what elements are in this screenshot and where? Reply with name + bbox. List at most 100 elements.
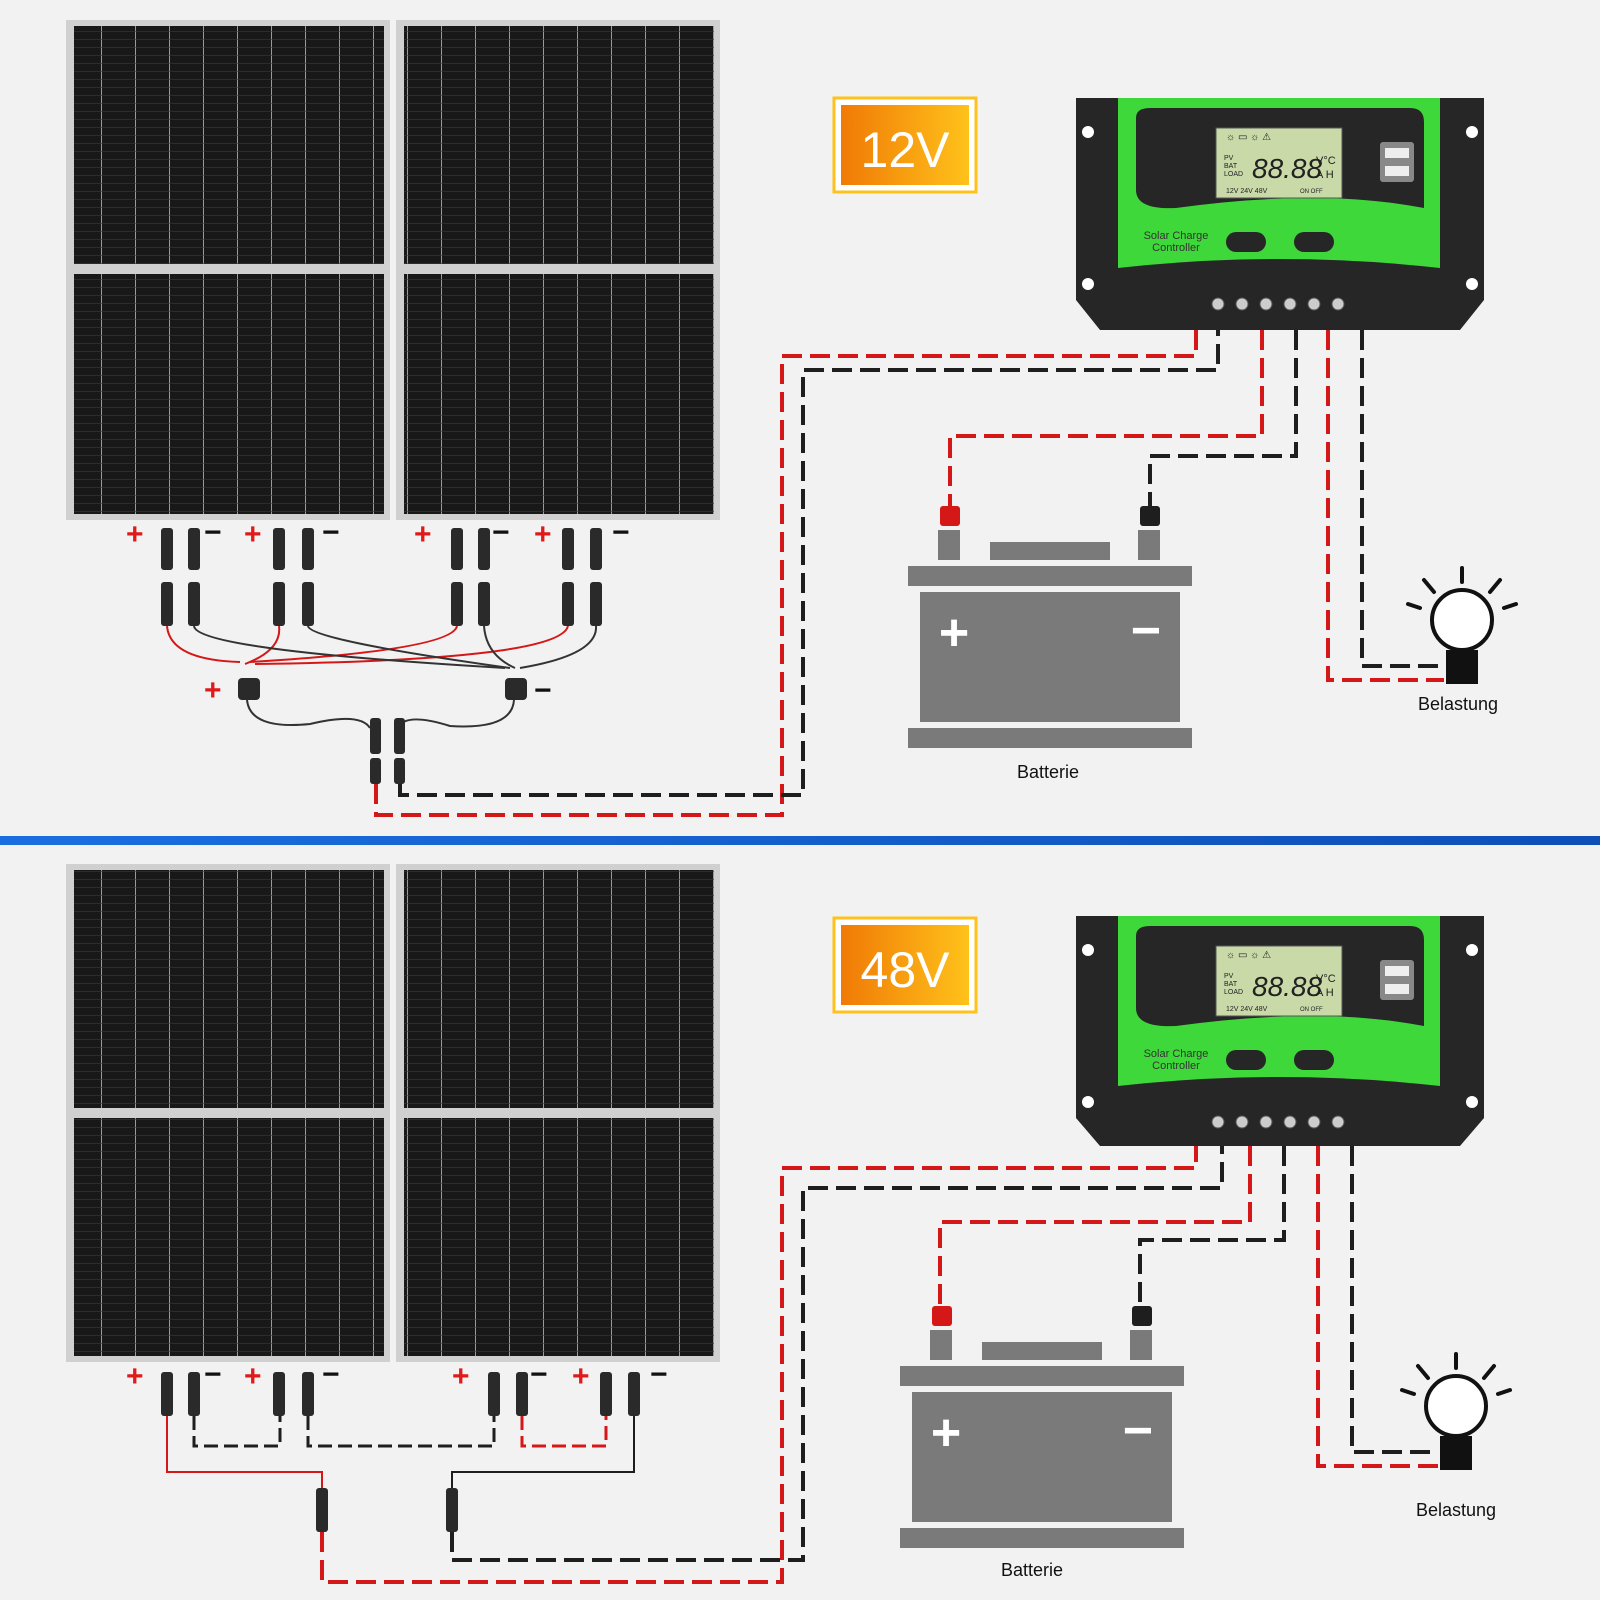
load-plus-cable bbox=[1316, 1146, 1438, 1468]
controller-button-right[interactable] bbox=[1294, 232, 1334, 252]
panel-minus-terminal: − bbox=[530, 1358, 548, 1391]
panel-plus-terminal: + bbox=[414, 518, 432, 551]
mc4-connector-icon bbox=[302, 528, 314, 626]
lcd-screen bbox=[1215, 945, 1343, 1017]
lcd-voltage-options: 12V 24V 48V bbox=[1226, 188, 1268, 195]
voltage-badge: 48V bbox=[832, 916, 978, 1014]
mc4-connector-icon bbox=[562, 528, 574, 626]
lcd-row-label-bat: BAT bbox=[1224, 981, 1238, 988]
lcd-digits: 88.88 bbox=[1252, 153, 1322, 184]
mc4-connector-icon bbox=[451, 528, 463, 626]
panel-minus-terminal: − bbox=[204, 1358, 222, 1391]
battery-plus-cable bbox=[948, 330, 1264, 512]
lcd-units-line1: V°C bbox=[1316, 155, 1336, 167]
controller-button-left[interactable] bbox=[1226, 1050, 1266, 1070]
diagram-48v: + + + + − − − − bbox=[66, 864, 1512, 1584]
combiner-minus-label: − bbox=[534, 674, 552, 707]
mc4-connector-icon bbox=[273, 528, 285, 626]
terminal-screw bbox=[1259, 297, 1273, 311]
battery-label: Batterie bbox=[1001, 1560, 1063, 1580]
branch-connector-plus bbox=[238, 678, 260, 700]
voltage-label: 48V bbox=[861, 942, 951, 998]
panel-plus-terminal: + bbox=[452, 1360, 470, 1393]
lcd-digits: 88.88 bbox=[1252, 971, 1322, 1002]
lcd-units-line2: A H bbox=[1316, 987, 1334, 999]
combiner-plus-label: + bbox=[204, 674, 222, 707]
solar-charge-controller: PV BAT LOAD 88.88 V°C A H 12V 24V 48V ON… bbox=[1076, 916, 1484, 1146]
controller-brand-line2: Controller bbox=[1152, 1060, 1200, 1072]
lcd-on-off: ON OFF bbox=[1300, 1007, 1323, 1013]
load-label: Belastung bbox=[1418, 694, 1498, 714]
mc4-connector-icon bbox=[370, 718, 381, 784]
terminal-screw bbox=[1307, 297, 1321, 311]
usb-port-icon bbox=[1380, 142, 1414, 182]
mc4-connector-icon bbox=[516, 1372, 528, 1416]
sun-icon: ☼ ▭ ☼ ⚠ bbox=[1226, 950, 1271, 961]
mc4-connector-icon bbox=[188, 1372, 200, 1416]
mc4-connector-icon bbox=[302, 1372, 314, 1416]
voltage-badge: 12V bbox=[832, 96, 978, 194]
controller-button-right[interactable] bbox=[1294, 1050, 1334, 1070]
battery-icon: + − bbox=[908, 506, 1192, 748]
terminal-screw bbox=[1331, 297, 1345, 311]
terminal-screw bbox=[1283, 297, 1297, 311]
battery-minus-cable bbox=[1148, 330, 1298, 512]
solar-panel-icon bbox=[396, 20, 720, 520]
terminal-screw bbox=[1235, 297, 1249, 311]
usb-port-icon bbox=[1380, 960, 1414, 1000]
mc4-connector-icon bbox=[488, 1372, 500, 1416]
diagram-12v: + + + + − − − − bbox=[66, 20, 1518, 817]
voltage-label: 12V bbox=[861, 122, 951, 178]
terminal-screw bbox=[1211, 1115, 1225, 1129]
solar-panel-icon bbox=[66, 864, 390, 1362]
lcd-row-label-load: LOAD bbox=[1224, 989, 1243, 996]
controller-brand-line1: Solar Charge bbox=[1144, 230, 1209, 242]
terminal-screw bbox=[1307, 1115, 1321, 1129]
battery-plus-cable bbox=[938, 1146, 1252, 1306]
terminal-screw bbox=[1331, 1115, 1345, 1129]
mc4-connector-icon bbox=[446, 1488, 458, 1532]
panel-plus-terminal: + bbox=[572, 1360, 590, 1393]
parallel-wiring bbox=[166, 625, 598, 729]
light-bulb-icon bbox=[1400, 1352, 1512, 1470]
pv-cable bbox=[374, 330, 1444, 817]
mc4-connector-icon bbox=[600, 1372, 612, 1416]
panel-minus-terminal: − bbox=[322, 516, 340, 549]
solar-panel-icon bbox=[396, 864, 720, 1362]
mc4-connector-icon bbox=[161, 528, 173, 626]
battery-icon: + − bbox=[900, 1306, 1184, 1548]
terminal-screw bbox=[1211, 297, 1225, 311]
section-divider bbox=[0, 836, 1600, 845]
lcd-voltage-options: 12V 24V 48V bbox=[1226, 1006, 1268, 1013]
panel-plus-terminal: + bbox=[244, 1360, 262, 1393]
solar-panel-icon bbox=[66, 20, 390, 520]
battery-minus-symbol: − bbox=[1131, 602, 1161, 660]
lcd-units-line1: V°C bbox=[1316, 973, 1336, 985]
branch-connector-minus bbox=[505, 678, 527, 700]
lcd-row-label-pv: PV bbox=[1224, 973, 1234, 980]
panel-plus-terminal: + bbox=[126, 1360, 144, 1393]
terminal-screw bbox=[1235, 1115, 1249, 1129]
panel-minus-terminal: − bbox=[612, 516, 630, 549]
sun-icon: ☼ ▭ ☼ ⚠ bbox=[1226, 132, 1271, 143]
lcd-row-label-load: LOAD bbox=[1224, 171, 1243, 178]
panel-plus-terminal: + bbox=[126, 518, 144, 551]
panel-minus-terminal: − bbox=[492, 516, 510, 549]
light-bulb-icon bbox=[1406, 566, 1518, 684]
lcd-row-label-bat: BAT bbox=[1224, 163, 1238, 170]
lcd-row-label-pv: PV bbox=[1224, 155, 1234, 162]
lcd-screen bbox=[1215, 127, 1343, 199]
battery-minus-symbol: − bbox=[1123, 1402, 1153, 1460]
lcd-units-line2: A H bbox=[1316, 169, 1334, 181]
load-minus-cable bbox=[1360, 330, 1444, 668]
panel-plus-terminal: + bbox=[534, 518, 552, 551]
mc4-connector-icon bbox=[478, 528, 490, 626]
controller-brand-line2: Controller bbox=[1152, 242, 1200, 254]
controller-button-left[interactable] bbox=[1226, 232, 1266, 252]
battery-plus-symbol: + bbox=[931, 1404, 961, 1462]
lcd-on-off: ON OFF bbox=[1300, 189, 1323, 195]
terminal-screw bbox=[1259, 1115, 1273, 1129]
terminal-screw bbox=[1283, 1115, 1297, 1129]
